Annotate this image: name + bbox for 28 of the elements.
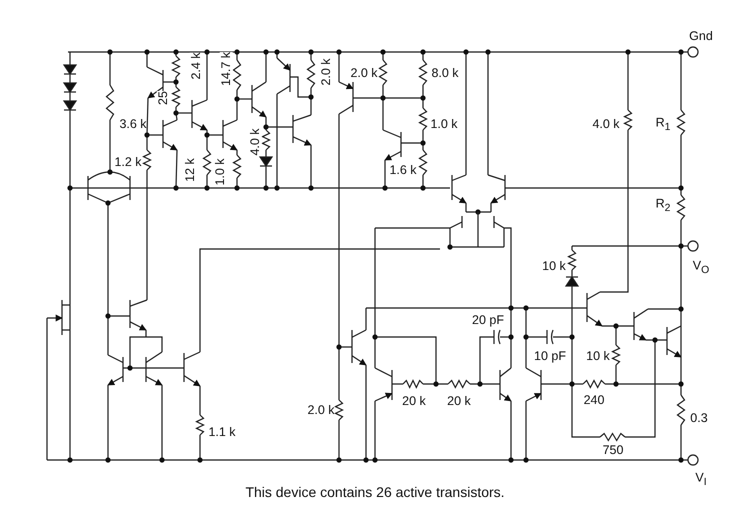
component-value: 4.0 k <box>592 118 620 130</box>
component-value: 25 <box>156 91 170 105</box>
component-value: 20 pF <box>472 314 504 326</box>
component-value: 1.0 k <box>214 158 226 186</box>
component-value: 1.0 k <box>430 118 458 130</box>
caption: This device contains 26 active transistors. <box>245 484 505 500</box>
component-value: 10 pF <box>534 350 566 362</box>
component-value: 12 k <box>184 158 196 182</box>
component-value: 20 k <box>447 394 471 408</box>
component-value: 1.6 k <box>389 164 417 176</box>
component-value: 4.0 k <box>248 128 262 156</box>
component-value: 3.6 k <box>119 118 147 130</box>
terminal-label: Gnd <box>689 30 713 42</box>
component-value: 0.3 <box>690 412 708 424</box>
component-value: 10 k <box>542 260 566 272</box>
component-value: 14.7 k <box>220 52 232 86</box>
terminal-label: V$_{O}$ <box>692 260 710 276</box>
component-value: 2.0 k <box>307 404 335 416</box>
component-value: 8.0 k <box>431 66 459 80</box>
component-value: 1.1 k <box>208 426 236 438</box>
component-value: 750 <box>602 444 624 456</box>
component-value: 2.0 k <box>320 58 332 86</box>
component-value: 20 k <box>402 394 426 408</box>
component-value: 2.4 k <box>190 52 202 80</box>
component-value: 10 k <box>586 350 610 362</box>
component-value: 1.2 k <box>114 156 142 168</box>
component-value: 240 <box>584 394 604 406</box>
component-value: 2.0 k <box>350 66 378 80</box>
